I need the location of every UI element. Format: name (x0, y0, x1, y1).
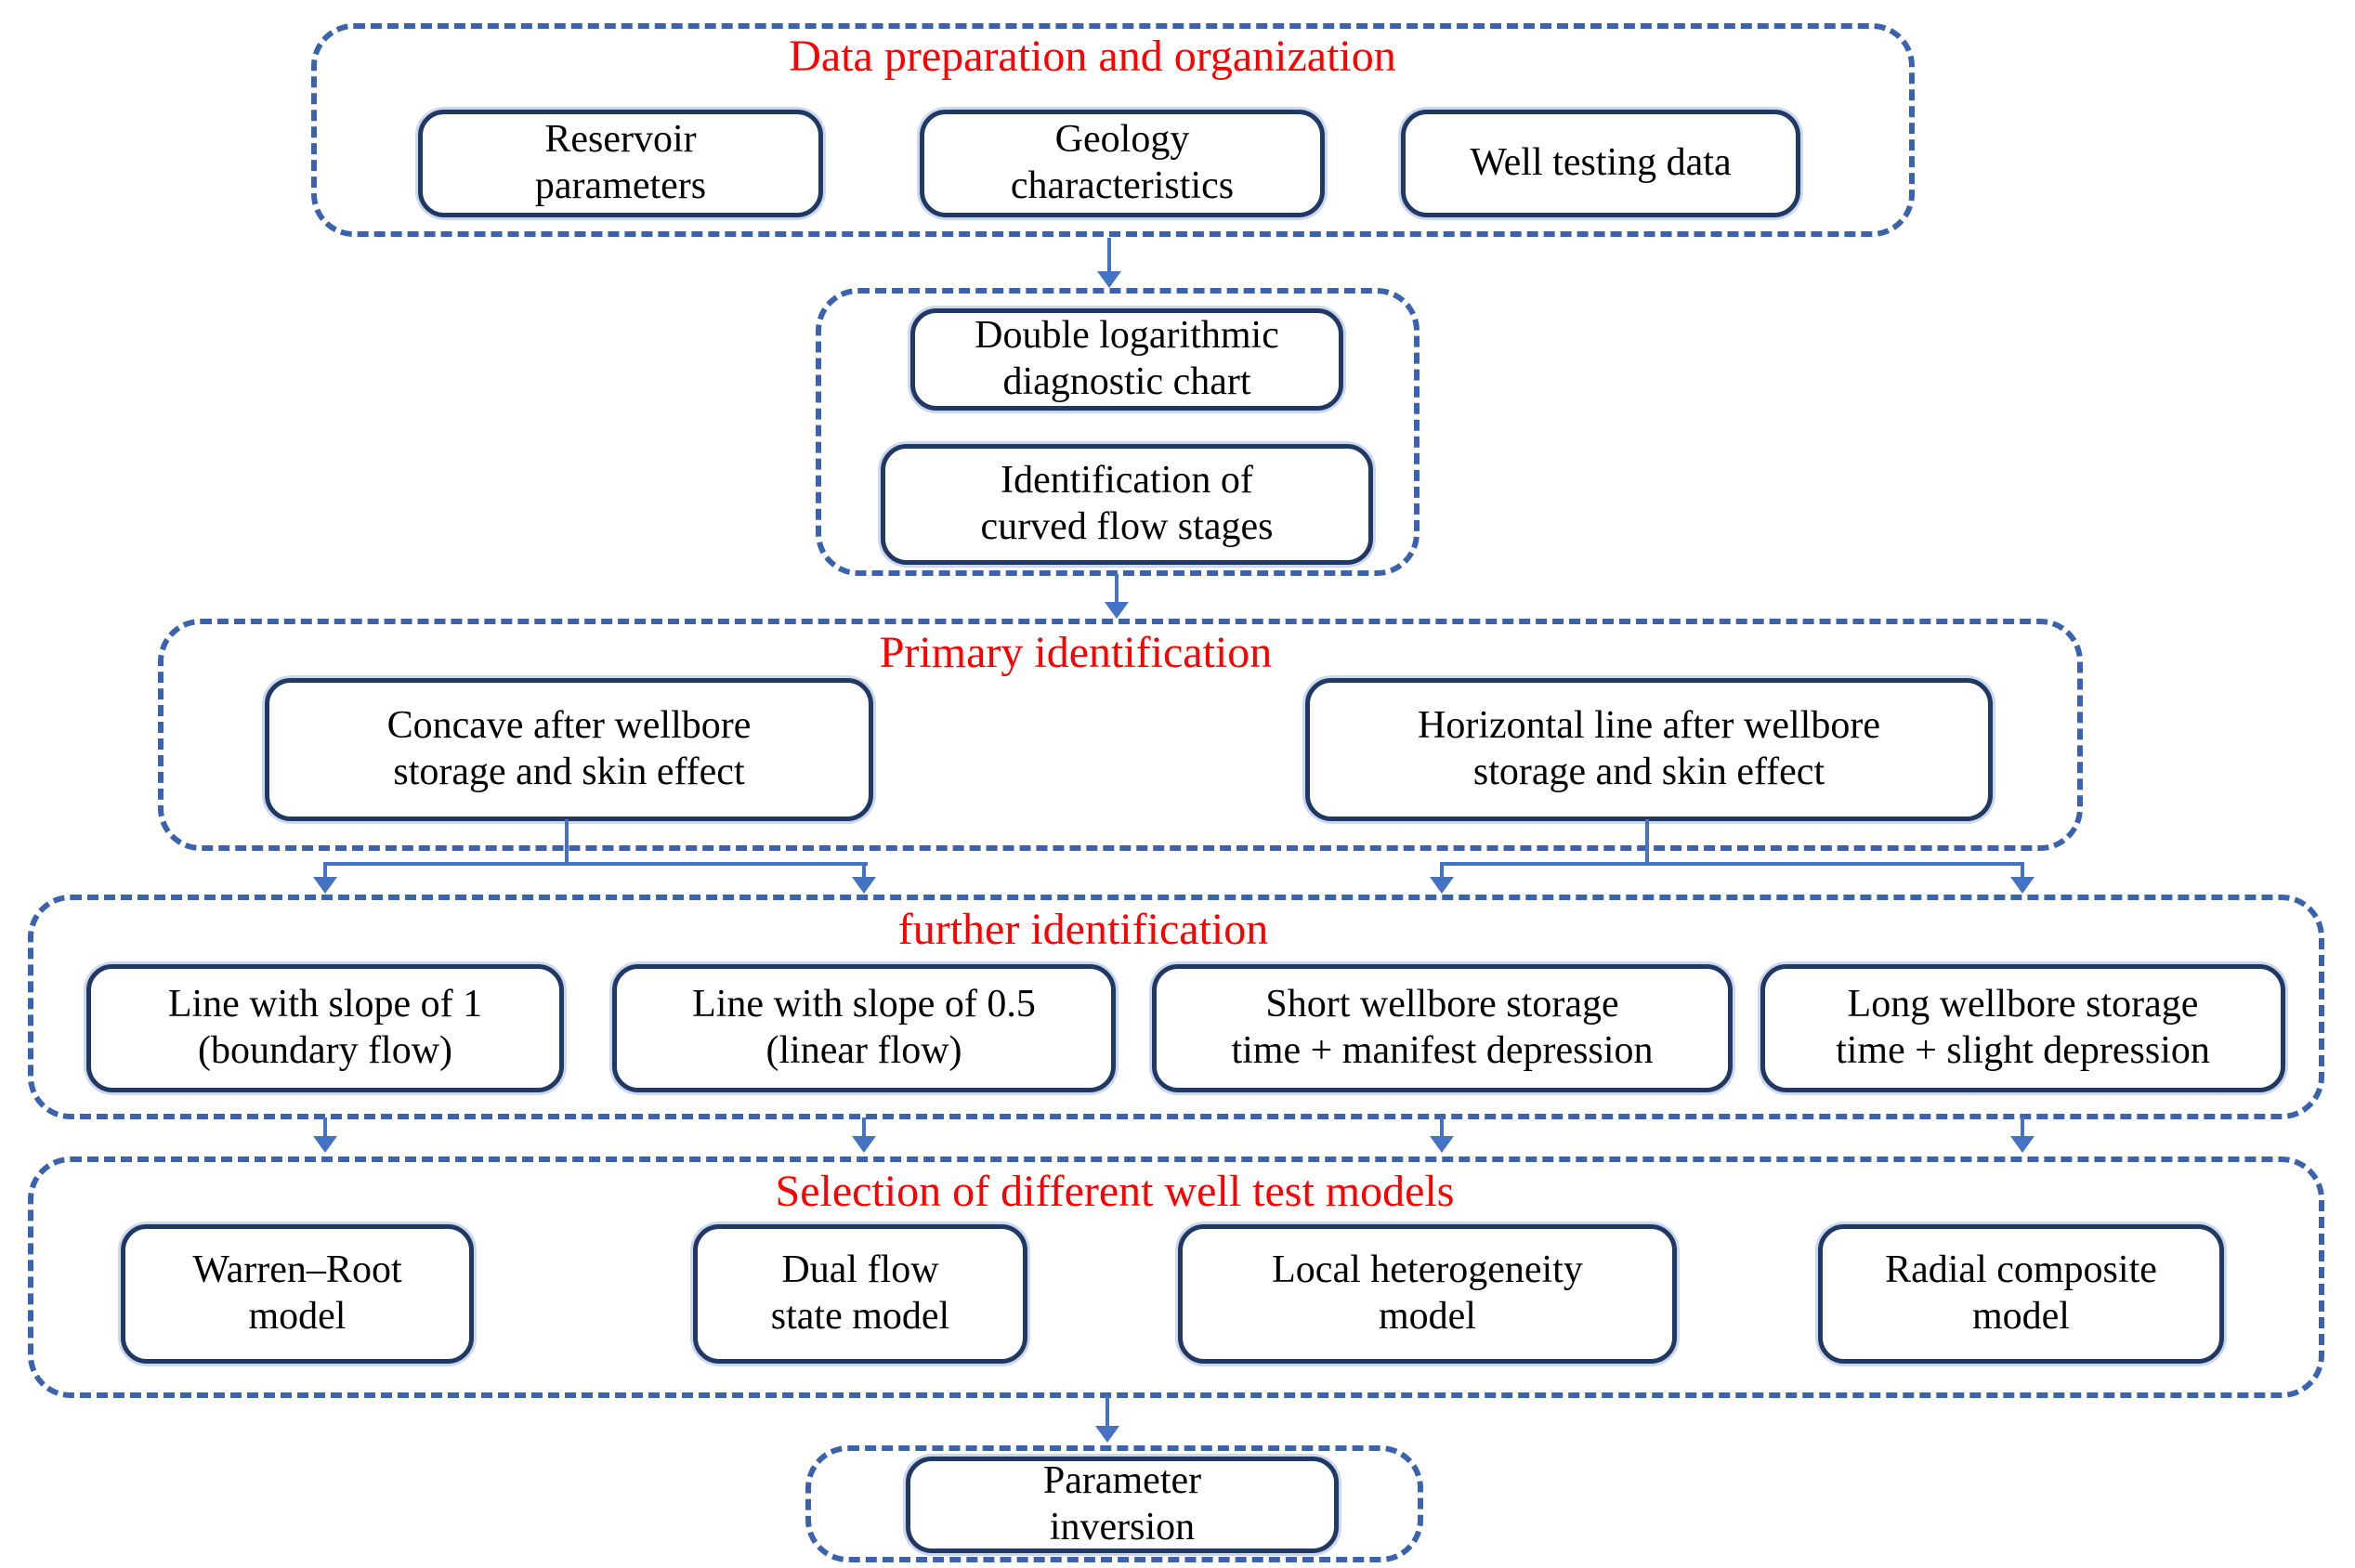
box-long-wellbore-storage-line2: time + slight depression (1836, 1029, 2210, 1072)
box-parameter-inversion: Parameter inversion (906, 1457, 1339, 1553)
branch-right-arrow-long-storage (2010, 862, 2034, 894)
branch-left-arrow-slope1 (313, 862, 337, 894)
box-horizontal-line-after-wellbore-line1: Horizontal line after wellbore (1418, 704, 1880, 748)
box-line-slope-1: Line with slope of 1 (boundary flow) (86, 964, 564, 1092)
box-short-wellbore-storage-line1: Short wellbore storage (1265, 983, 1619, 1026)
box-line-slope-05: Line with slope of 0.5 (linear flow) (612, 964, 1116, 1092)
section-data-preparation-container (311, 23, 1915, 237)
box-parameter-inversion-line1: Parameter (1042, 1459, 1202, 1503)
box-dual-flow-state-model-line2: state model (770, 1295, 950, 1338)
box-local-heterogeneity-model: Local heterogeneity model (1178, 1224, 1677, 1364)
arrow-short-storage-to-local-heterogeneity (1430, 1117, 1454, 1153)
branch-right-arrow-short-storage (1430, 862, 1454, 894)
box-identification-curved-flow-stages: Identification of curved flow stages (881, 444, 1373, 565)
box-reservoir-parameters-line1: Reservoir (544, 118, 697, 162)
box-geology-characteristics-line1: Geology (1054, 118, 1190, 162)
box-double-logarithmic-chart: Double logarithmic diagnostic chart (910, 308, 1343, 411)
box-warren-root-model-line2: model (248, 1295, 347, 1338)
section-model-selection-container (28, 1156, 2324, 1398)
box-line-slope-1-line1: Line with slope of 1 (167, 983, 483, 1026)
branch-left-bar (323, 862, 868, 866)
arrow-long-storage-to-radial-composite (2010, 1117, 2034, 1153)
section-parameter-inversion-container (805, 1445, 1423, 1562)
box-horizontal-line-after-wellbore: Horizontal line after wellbore storage a… (1305, 678, 1993, 821)
box-dual-flow-state-model: Dual flow state model (693, 1224, 1027, 1364)
box-well-testing-data-line1: Well testing data (1470, 141, 1732, 185)
section-title-primary-identification: Primary identification (879, 628, 1273, 677)
branch-left-arrow-slope05 (852, 862, 876, 894)
box-identification-curved-flow-stages-line1: Identification of (1001, 459, 1253, 503)
section-title-model-selection: Selection of different well test models (775, 1167, 1455, 1216)
box-geology-characteristics: Geology characteristics (920, 110, 1325, 217)
box-line-slope-05-line1: Line with slope of 0.5 (692, 983, 1036, 1026)
box-double-logarithmic-chart-line1: Double logarithmic (975, 314, 1279, 358)
branch-right-bar (1440, 862, 2024, 866)
box-long-wellbore-storage: Long wellbore storage time + slight depr… (1760, 964, 2285, 1092)
box-reservoir-parameters: Reservoir parameters (418, 110, 823, 217)
box-geology-characteristics-line2: characteristics (1010, 164, 1235, 207)
box-identification-curved-flow-stages-line2: curved flow stages (980, 505, 1274, 548)
box-horizontal-line-after-wellbore-line2: storage and skin effect (1472, 751, 1825, 793)
box-short-wellbore-storage-line2: time + manifest depression (1231, 1029, 1654, 1072)
section-title-data-preparation: Data preparation and organization (789, 32, 1396, 81)
box-dual-flow-state-model-line1: Dual flow (781, 1248, 939, 1292)
arrow-slope1-to-warren-root (313, 1117, 337, 1153)
branch-right-stem (1645, 819, 1649, 866)
box-double-logarithmic-chart-line2: diagnostic chart (1002, 360, 1251, 403)
branch-left-stem (565, 819, 569, 866)
box-warren-root-model: Warren–Root model (121, 1224, 474, 1364)
box-reservoir-parameters-line2: parameters (534, 164, 707, 207)
box-line-slope-05-line2: (linear flow) (765, 1029, 962, 1072)
box-line-slope-1-line2: (boundary flow) (197, 1029, 453, 1072)
arrow-diagnostic-to-primary (1105, 574, 1129, 619)
box-local-heterogeneity-model-line2: model (1379, 1295, 1476, 1338)
box-concave-after-wellbore-line1: Concave after wellbore (386, 704, 752, 748)
box-long-wellbore-storage-line1: Long wellbore storage (1847, 983, 2199, 1026)
box-radial-composite-model-line1: Radial composite (1885, 1248, 2157, 1292)
box-radial-composite-model: Radial composite model (1818, 1224, 2224, 1364)
box-radial-composite-model-line2: model (1972, 1295, 2070, 1338)
arrow-slope05-to-dual-flow (852, 1117, 876, 1153)
box-warren-root-model-line1: Warren–Root (192, 1248, 402, 1292)
arrow-preparation-to-diagnostic (1097, 238, 1121, 288)
section-title-further-identification: further identification (897, 905, 1269, 954)
box-well-testing-data: Well testing data (1401, 110, 1800, 217)
section-diagnostic-container (816, 288, 1420, 576)
box-concave-after-wellbore-line2: storage and skin effect (393, 751, 745, 793)
box-concave-after-wellbore: Concave after wellbore storage and skin … (265, 678, 873, 821)
box-parameter-inversion-line2: inversion (1049, 1506, 1196, 1548)
arrow-models-to-parameter-inversion (1095, 1396, 1119, 1443)
section-primary-identification-container (158, 619, 2083, 851)
box-short-wellbore-storage: Short wellbore storage time + manifest d… (1152, 964, 1733, 1092)
box-local-heterogeneity-model-line1: Local heterogeneity (1272, 1248, 1583, 1292)
section-further-identification-container (28, 895, 2324, 1119)
